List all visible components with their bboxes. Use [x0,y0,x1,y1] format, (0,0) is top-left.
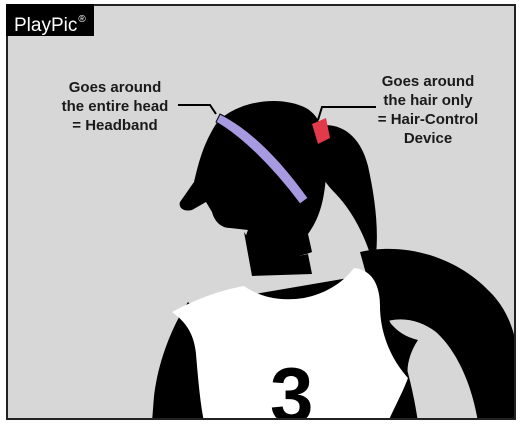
head-silhouette [180,101,328,256]
headband-label-line: Goes around [30,78,200,97]
jersey-number: 3 [270,351,313,420]
badge-registered-mark: ® [78,14,85,25]
headband-label-line: = Headband [30,116,200,135]
headband-label: Goes around the entire head = Headband [30,78,200,135]
player-illustration: 3 [8,6,516,420]
hair-control-label-line: = Hair-Control [358,110,498,129]
hair-control-label-line: the hair only [358,91,498,110]
illustration-panel: 3 [6,4,516,420]
hair-control-label-line: Goes around [358,72,498,91]
playpic-badge: PlayPic® [6,4,94,36]
badge-brand: PlayPic [14,15,77,36]
headband-label-line: the entire head [30,97,200,116]
hair-control-label: Goes around the hair only = Hair-Control… [358,72,498,148]
hair-control-label-line: Device [358,129,498,148]
